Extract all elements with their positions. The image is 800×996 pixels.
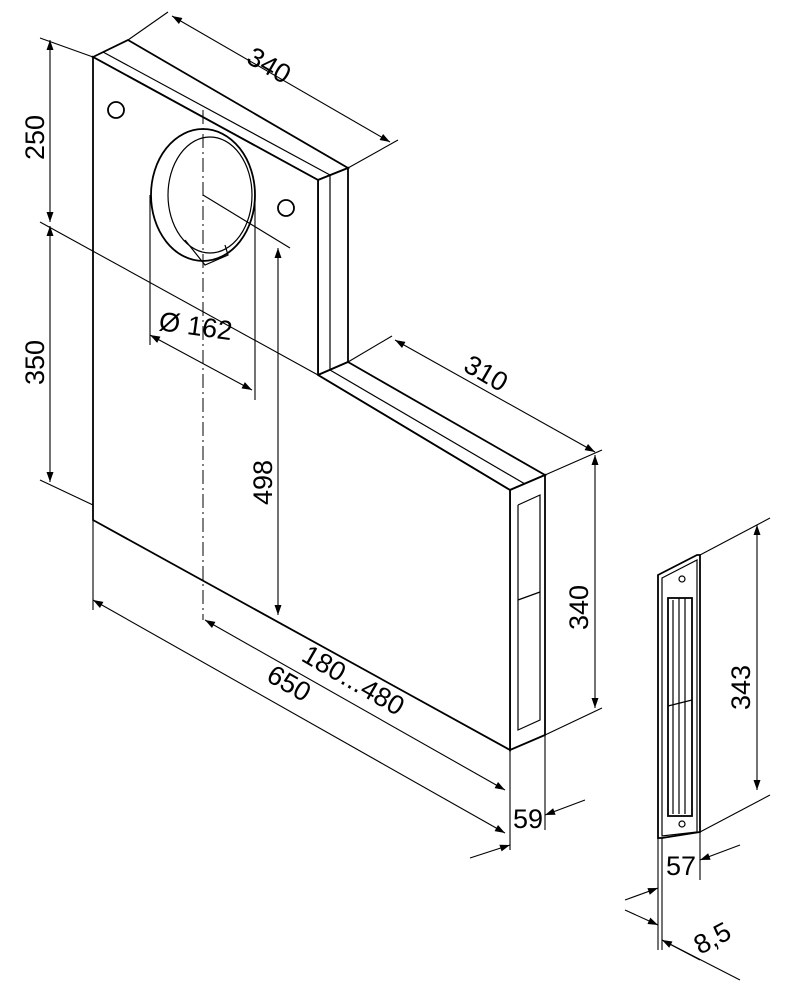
dim-upper-height: 250 xyxy=(20,115,50,160)
duct-clip xyxy=(184,239,229,266)
dim-center-height: 498 xyxy=(248,460,278,505)
mount-hole-right xyxy=(277,199,295,217)
dim-grille-depth: 8,5 xyxy=(689,916,736,960)
mount-hole-left xyxy=(107,101,125,119)
vent-grille xyxy=(657,554,701,839)
dim-grille-width: 57 xyxy=(666,851,696,881)
dimension-lines xyxy=(46,15,761,981)
dim-lower-depth: 310 xyxy=(459,349,513,398)
dim-side-height: 340 xyxy=(564,585,594,630)
wall-sleeve-body xyxy=(91,38,548,752)
upper-side-face xyxy=(317,166,349,377)
dim-lower-height: 350 xyxy=(20,340,50,385)
side-slot xyxy=(517,494,541,731)
dim-grille-height: 343 xyxy=(726,665,756,710)
dim-thickness: 59 xyxy=(513,804,543,834)
